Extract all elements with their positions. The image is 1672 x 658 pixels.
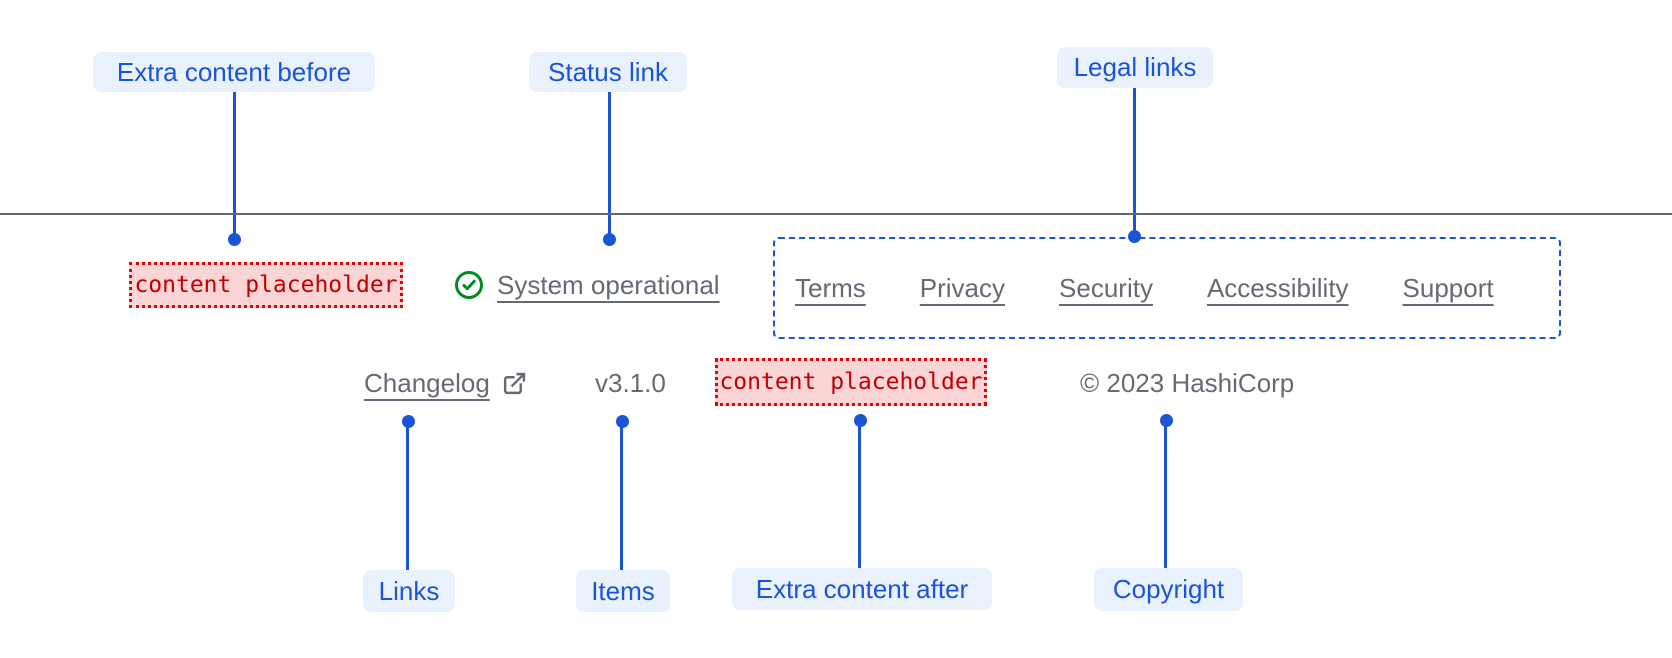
annotation-line	[1164, 420, 1167, 568]
status-link[interactable]: System operational	[454, 262, 720, 308]
legal-link-security[interactable]: Security	[1059, 272, 1153, 303]
annotation-label-links: Links	[363, 570, 455, 612]
changelog-link[interactable]: Changelog	[364, 360, 527, 406]
legal-link-terms[interactable]: Terms	[795, 272, 866, 303]
legal-links-group: Terms Privacy Security Accessibility Sup…	[773, 237, 1561, 339]
annotation-line	[406, 421, 409, 570]
annotation-dot	[603, 233, 616, 246]
check-circle-icon	[454, 270, 484, 300]
external-link-icon	[502, 371, 527, 396]
annotation-line	[1133, 88, 1136, 231]
legal-link-accessibility[interactable]: Accessibility	[1206, 272, 1349, 303]
annotation-label-extra-content-before: Extra content before	[93, 52, 375, 92]
annotation-label-legal-links: Legal links	[1057, 47, 1213, 88]
status-link-label[interactable]: System operational	[497, 269, 720, 300]
footer-top-border	[0, 213, 1672, 215]
copyright-text: © 2023 HashiCorp	[1080, 367, 1295, 398]
annotation-line	[233, 92, 236, 234]
annotation-dot	[1128, 230, 1141, 243]
annotation-label-extra-content-after: Extra content after	[732, 568, 992, 610]
annotation-label-copyright: Copyright	[1094, 568, 1243, 611]
annotation-label-items: Items	[576, 570, 670, 612]
legal-link-support[interactable]: Support	[1402, 272, 1494, 303]
changelog-link-label[interactable]: Changelog	[364, 367, 490, 398]
annotation-label-status-link: Status link	[529, 52, 687, 92]
annotation-line	[620, 421, 623, 570]
extra-content-before-placeholder: content placeholder	[129, 262, 403, 308]
extra-content-after-placeholder: content placeholder	[715, 358, 987, 406]
legal-link-privacy[interactable]: Privacy	[919, 272, 1006, 303]
version-item: v3.1.0	[595, 367, 666, 398]
annotation-dot	[228, 233, 241, 246]
annotation-line	[858, 420, 861, 568]
annotation-line	[608, 92, 611, 234]
